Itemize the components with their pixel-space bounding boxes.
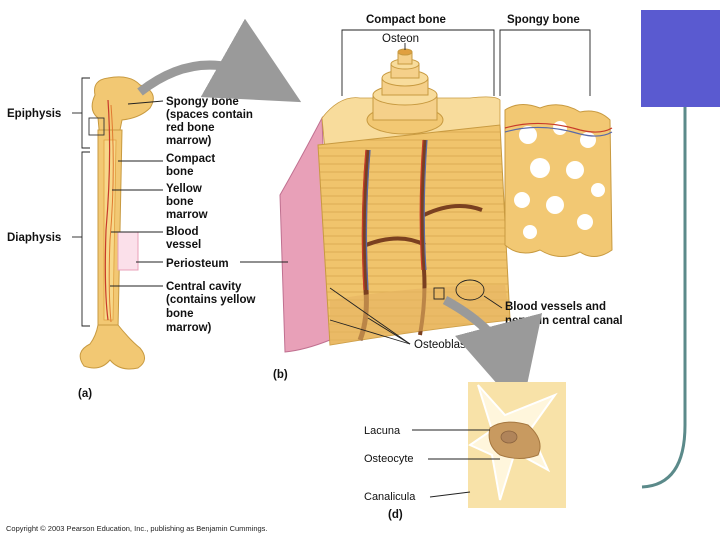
label-canalicula: Canalicula	[364, 491, 416, 503]
label-central-cavity-2: (contains yellow	[166, 294, 256, 306]
copyright-notice: Copyright © 2003 Pearson Education, Inc.…	[6, 524, 268, 533]
panel-a-tag: (a)	[78, 388, 92, 400]
label-blood-vessels-nerve-2: nerve in central canal	[505, 315, 623, 327]
label-osteocyte: Osteocyte	[364, 453, 414, 465]
bone-block	[279, 48, 511, 353]
label-spongy-bone-a: Spongy bone	[166, 96, 239, 108]
label-spongy-bone-b: Spongy bone	[507, 14, 580, 26]
label-compact-bone-a-2: bone	[166, 166, 193, 178]
epiphysis-bracket	[81, 77, 90, 149]
label-epiphysis: Epiphysis	[7, 108, 61, 120]
panel-b-tag: (b)	[273, 369, 288, 381]
label-blood-vessel: Blood	[166, 226, 199, 238]
spongy-bone-trabeculae	[504, 104, 613, 257]
label-yellow-marrow-3: marrow	[166, 209, 208, 221]
panel-d-tag: (d)	[388, 509, 403, 521]
label-compact-bone-a: Compact	[166, 153, 215, 165]
accent-square	[641, 10, 720, 107]
diaphysis-bracket	[81, 151, 90, 327]
compact-bone-bracket	[341, 29, 495, 96]
label-blood-vessels-nerve: Blood vessels and	[505, 301, 606, 313]
label-spongy-bone-a-2: (spaces contain	[166, 109, 253, 121]
label-central-cavity-3: bone	[166, 308, 193, 320]
arrow-a-to-b	[137, 18, 302, 103]
label-yellow-marrow: Yellow	[166, 183, 202, 195]
label-blood-vessel-2: vessel	[166, 239, 201, 251]
long-bone	[79, 76, 154, 370]
label-periosteum: Periosteum	[166, 258, 229, 270]
label-diaphysis: Diaphysis	[7, 232, 61, 244]
label-osteoblasts: Osteoblasts	[414, 339, 475, 351]
label-osteon: Osteon	[382, 33, 419, 45]
arrow-b-to-d	[442, 296, 543, 412]
spongy-bone-bracket	[499, 29, 591, 96]
osteocyte-panel	[467, 382, 566, 508]
label-lacuna: Lacuna	[364, 425, 401, 437]
label-spongy-bone-a-4: marrow)	[166, 135, 212, 147]
label-compact-bone-b: Compact bone	[366, 14, 446, 26]
accent-bracket-line	[641, 107, 687, 489]
label-yellow-marrow-2: bone	[166, 196, 193, 208]
label-central-cavity: Central cavity	[166, 281, 242, 293]
label-central-cavity-4: marrow)	[166, 322, 212, 334]
label-spongy-bone-a-3: red bone	[166, 122, 215, 134]
